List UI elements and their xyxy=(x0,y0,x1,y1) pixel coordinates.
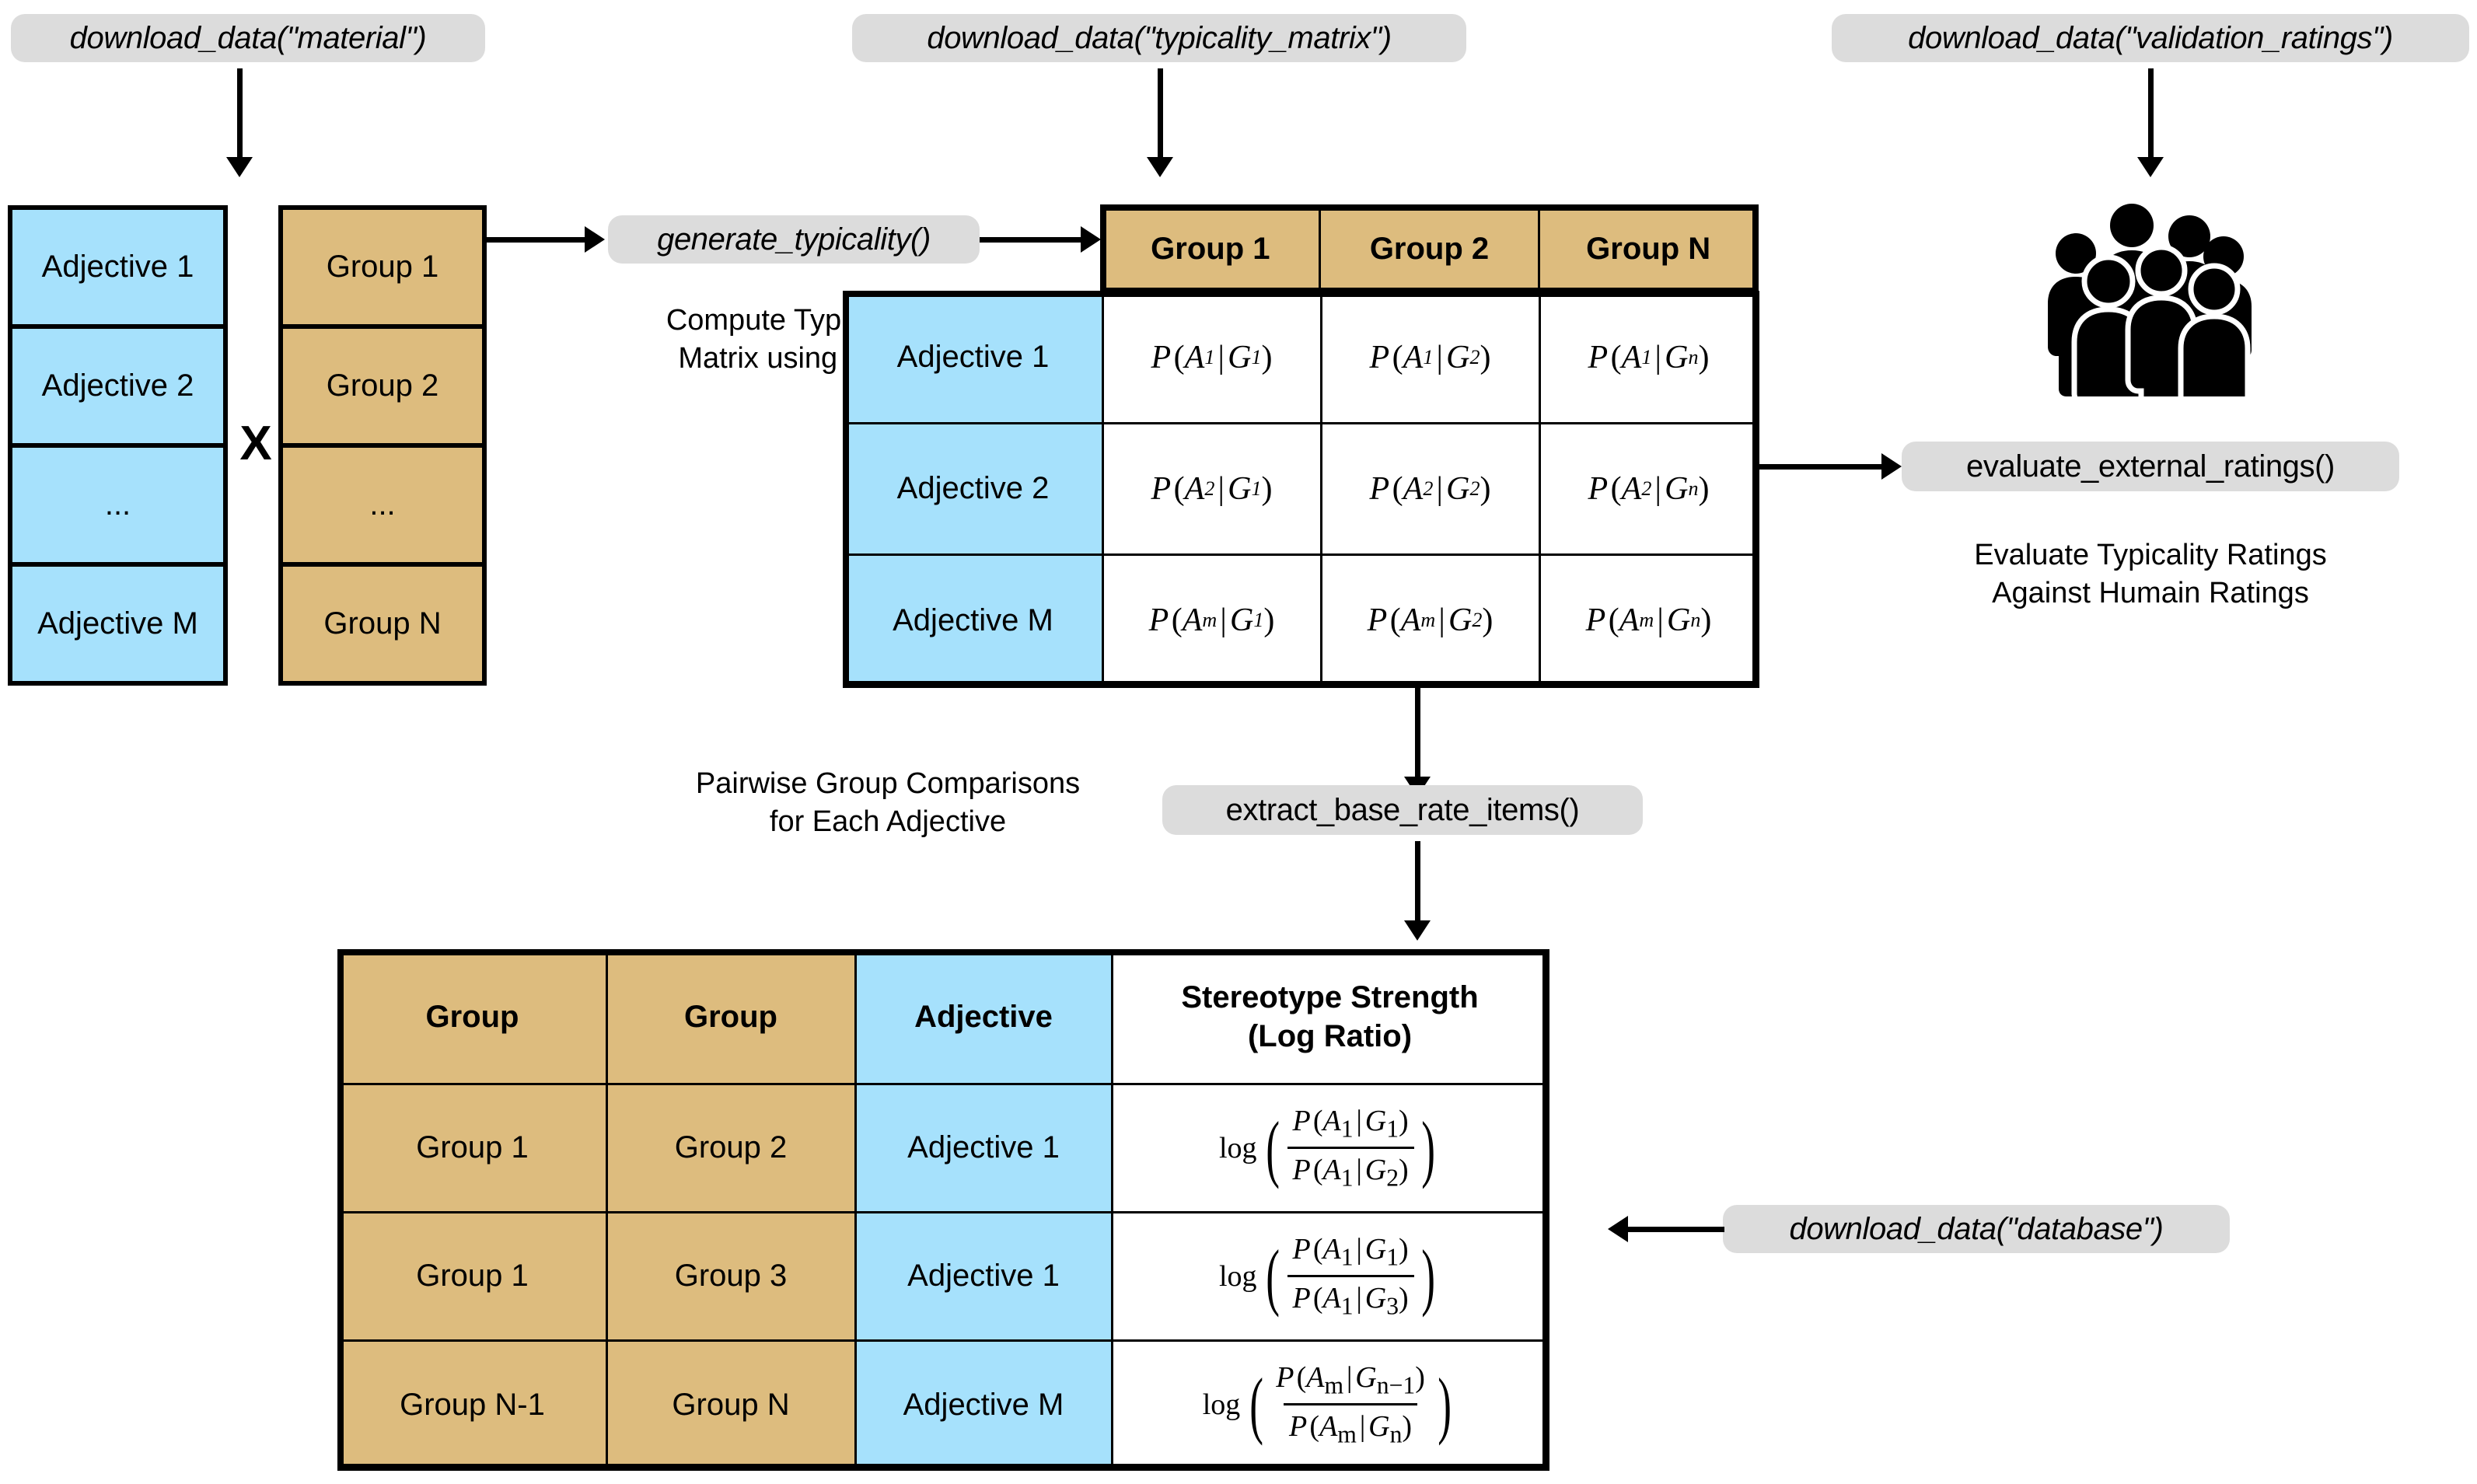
matrix-row-header: Adjective M xyxy=(842,553,1104,688)
matrix-row-header: Adjective 1 xyxy=(842,290,1104,424)
group-cell: ... xyxy=(283,448,482,567)
arrow-typicality-matrix-to-matrix xyxy=(1144,68,1176,177)
results-table: Group Group Adjective Stereotype Strengt… xyxy=(337,948,1549,1471)
results-cell-group-b: Group 2 xyxy=(605,1082,857,1213)
arrow-groups-to-generate-typicality xyxy=(487,224,605,255)
evaluate-ratings-caption: Evaluate Typicality Ratings Against Huma… xyxy=(1974,539,2327,609)
group-cell: Group 2 xyxy=(283,329,482,448)
matrix-col-header: Group 2 xyxy=(1319,204,1540,295)
results-cell-log-ratio: log( P (A1|G1) P (A1|G3) ) xyxy=(1110,1210,1549,1342)
arrow-generate-typicality-to-matrix xyxy=(980,224,1101,255)
results-cell-group-a: Group 1 xyxy=(337,1082,608,1213)
results-cell-log-ratio: log( P (Am|Gn−1) P (Am|Gn) ) xyxy=(1110,1339,1549,1471)
group-cell: Group 1 xyxy=(283,210,482,329)
arrow-extract-to-results-table xyxy=(1402,841,1433,941)
results-header-stereotype-strength: Stereotype Strength (Log Ratio) xyxy=(1110,948,1549,1085)
evaluate-external-ratings-pill[interactable]: evaluate_external_ratings() xyxy=(1902,442,2399,491)
arrow-database-to-results-table xyxy=(1608,1213,1724,1245)
results-cell-adjective: Adjective 1 xyxy=(854,1210,1113,1342)
group-cell: Group N xyxy=(283,567,482,681)
download-data-typicality-matrix-pill[interactable]: download_data("typicality_matrix") xyxy=(852,14,1466,62)
results-header-group-a: Group xyxy=(337,948,608,1085)
download-data-database-pill[interactable]: download_data("database") xyxy=(1723,1205,2230,1253)
people-group-icon xyxy=(2037,194,2262,456)
adjective-cell: Adjective 2 xyxy=(12,329,223,448)
matrix-row-header: Adjective 2 xyxy=(842,421,1104,557)
arrow-matrix-to-extract-base-rate xyxy=(1402,686,1433,797)
results-cell-group-a: Group N-1 xyxy=(337,1339,608,1471)
adjective-cell: ... xyxy=(12,448,223,567)
results-cell-group-b: Group 3 xyxy=(605,1210,857,1342)
typicality-matrix-header: Group 1 Group 2 Group N xyxy=(1099,204,1759,295)
results-cell-adjective: Adjective 1 xyxy=(854,1082,1113,1213)
arrow-validation-ratings-to-people xyxy=(2135,68,2166,177)
results-cell-log-ratio: log( P (A1|G1) P (A1|G2) ) xyxy=(1110,1082,1549,1213)
download-data-validation-ratings-pill[interactable]: download_data("validation_ratings") xyxy=(1832,14,2469,62)
adjective-cell: Adjective M xyxy=(12,567,223,681)
generate-typicality-pill[interactable]: generate_typicality() xyxy=(608,215,980,264)
pairwise-comparisons-caption: Pairwise Group Comparisons for Each Adje… xyxy=(695,767,1081,838)
results-header-adjective: Adjective xyxy=(854,948,1113,1085)
extract-base-rate-items-pill[interactable]: extract_base_rate_items() xyxy=(1162,785,1643,835)
arrow-matrix-to-evaluate-ratings xyxy=(1758,451,1902,482)
results-header-group-b: Group xyxy=(605,948,857,1085)
results-cell-group-a: Group 1 xyxy=(337,1210,608,1342)
matrix-col-header: Group N xyxy=(1537,204,1759,295)
cross-product-operator: X xyxy=(239,417,272,470)
download-data-material-pill[interactable]: download_data("material") xyxy=(11,14,485,62)
group-column: Group 1 Group 2 ... Group N xyxy=(278,205,487,686)
adjective-column: Adjective 1 Adjective 2 ... Adjective M xyxy=(8,205,228,686)
matrix-col-header: Group 1 xyxy=(1099,204,1322,295)
adjective-cell: Adjective 1 xyxy=(12,210,223,329)
results-cell-adjective: Adjective M xyxy=(854,1339,1113,1471)
arrow-material-to-adjective-column xyxy=(224,68,255,177)
results-cell-group-b: Group N xyxy=(605,1339,857,1471)
